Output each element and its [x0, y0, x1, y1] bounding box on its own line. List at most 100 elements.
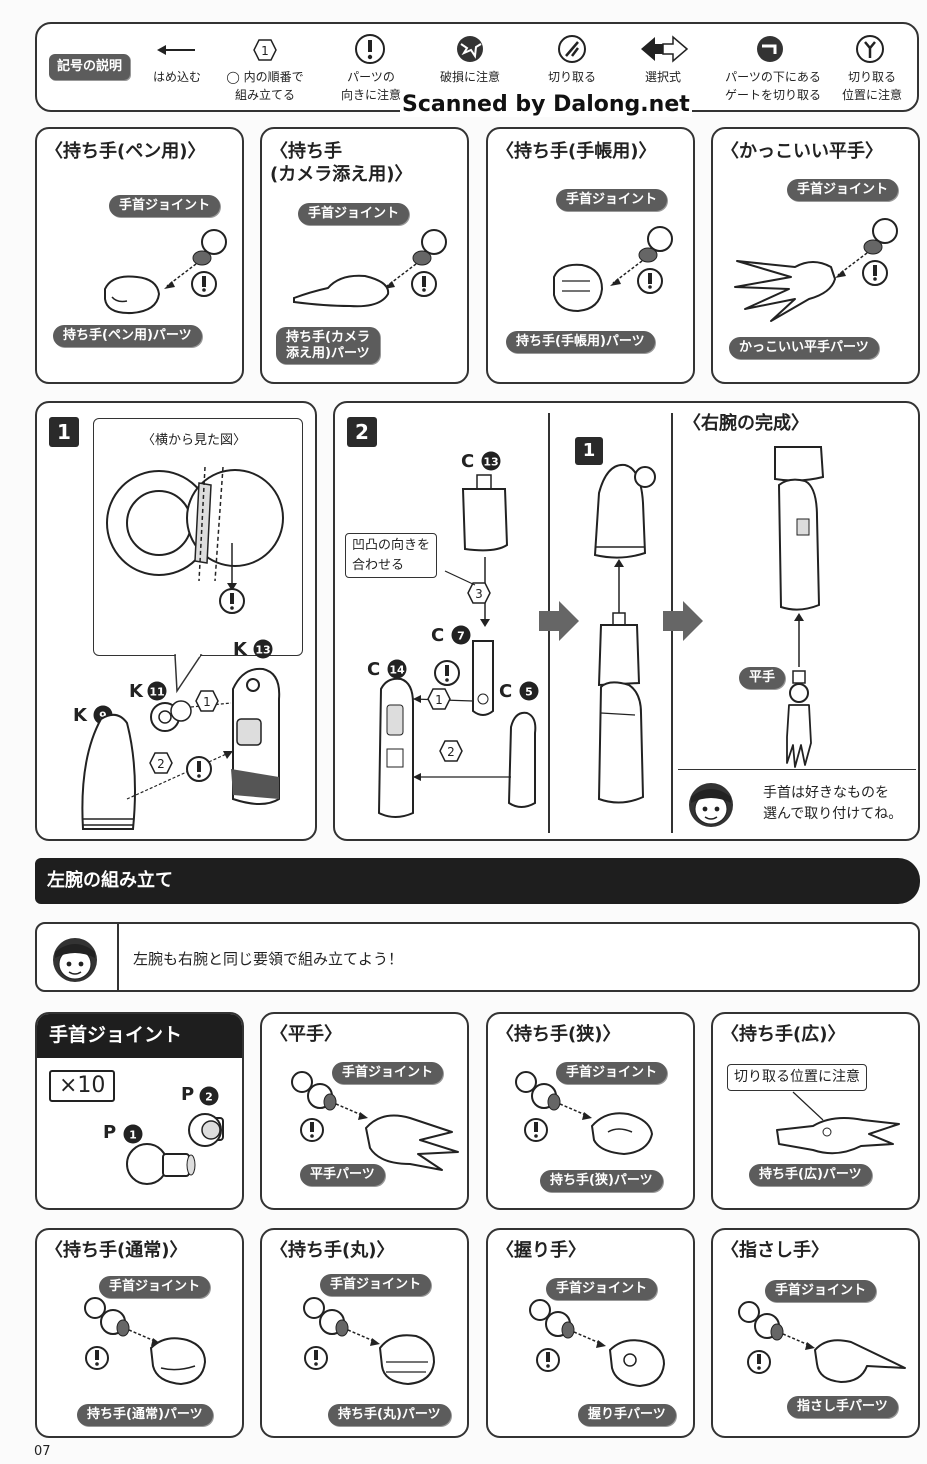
- hand-notebook-part-label: 持ち手(手帳用)パーツ: [506, 331, 655, 353]
- part-c14-number: 14: [387, 659, 407, 679]
- cut-position-icon: [856, 35, 884, 63]
- legend-label-orientation: パーツの 向きに注意: [340, 70, 401, 102]
- callout-leader: [792, 1091, 824, 1121]
- hand-round-part-illustration: [378, 1334, 436, 1386]
- hand-normal-box: 〈持ち手(通常)〉 手首ジョイント 持ち手(通常)パーツ: [35, 1228, 244, 1438]
- svg-text:3: 3: [475, 587, 483, 601]
- wrist-joint-illustration: [164, 229, 227, 297]
- hand-wide-box: 〈持ち手(広)〉 切り取る位置に注意 持ち手(広)パーツ: [711, 1012, 920, 1210]
- flat-hand-title: 〈平手〉: [270, 1024, 342, 1045]
- part-c14-label: C: [367, 659, 381, 680]
- step-ref-1: 1: [575, 437, 603, 465]
- hand-pen-box: 〈持ち手(ペン用)〉 手首ジョイント 持ち手(ペン用)パーツ: [35, 127, 244, 384]
- wrist-joint-box: 手首ジョイント ×10 P 2 P 1: [35, 1012, 244, 1210]
- svg-text:2: 2: [157, 757, 165, 771]
- flat-hand-part-label: 平手パーツ: [300, 1164, 385, 1186]
- flat-hand-box: 〈平手〉 手首ジョイント 平手パーツ: [260, 1012, 469, 1210]
- order-1-marker: 1: [195, 690, 219, 712]
- svg-text:9: 9: [99, 710, 107, 723]
- note-divider: [117, 924, 119, 990]
- wrist-joint-illustration: [515, 1071, 592, 1142]
- pointing-hand-part-label: 指さし手パーツ: [787, 1396, 898, 1418]
- cut-position-callout: 切り取る位置に注意: [727, 1064, 867, 1091]
- left-arm-section-header: 左腕の組み立て: [35, 858, 920, 904]
- wrist-joint-illustration: [835, 218, 898, 286]
- grip-hand-part-illustration: [608, 1339, 666, 1388]
- pointing-hand-title: 〈指さし手〉: [721, 1240, 829, 1261]
- svg-text:7: 7: [457, 630, 465, 643]
- arrow-left-icon: [157, 45, 195, 55]
- pointing-hand-box: 〈指さし手〉 手首ジョイント 指さし手パーツ: [711, 1228, 920, 1438]
- svg-text:5: 5: [525, 686, 533, 699]
- wrist-joint-illustration: [529, 1299, 606, 1372]
- next-arrow-icon: [539, 601, 579, 641]
- step-2-parts-illustration: [377, 474, 537, 818]
- hand-notebook-box: 〈持ち手(手帳用)〉 手首ジョイント 持ち手(手帳用)パーツ: [486, 127, 695, 384]
- hand-narrow-part-label: 持ち手(狭)パーツ: [540, 1170, 663, 1192]
- pointing-hand-part-illustration: [814, 1339, 906, 1383]
- hand-normal-part-label: 持ち手(通常)パーツ: [77, 1404, 213, 1426]
- gate-under-part-icon: [757, 36, 783, 62]
- order-2-marker: 2: [149, 752, 173, 774]
- legend-label-choice: 選択式: [644, 70, 681, 84]
- order-2-marker: 2: [439, 740, 463, 762]
- tip-divider: [678, 769, 916, 770]
- side-view-illustration: [106, 466, 284, 614]
- step-1-parts-illustration: [81, 667, 281, 830]
- legend-title: 記号の説明: [49, 54, 131, 80]
- svg-text:1: 1: [129, 1129, 137, 1142]
- wrist-joint-illustration: [84, 1297, 161, 1370]
- hand-camera-title: 〈持ち手 (カメラ添え用)〉: [270, 141, 413, 185]
- quantity-badge: ×10: [49, 1070, 116, 1102]
- hand-wide-title: 〈持ち手(広)〉: [721, 1024, 846, 1045]
- hand-camera-part-illustration: [293, 274, 390, 308]
- grip-hand-part-label: 握り手パーツ: [578, 1404, 676, 1426]
- part-c13-number: 13: [481, 451, 501, 471]
- cool-flat-hand-title: 〈かっこいい平手〉: [721, 141, 883, 162]
- svg-text:1: 1: [203, 695, 211, 709]
- part-c7-label: C: [431, 625, 445, 646]
- hand-pen-title: 〈持ち手(ペン用)〉: [45, 141, 206, 162]
- hand-pen-part-illustration: [104, 275, 161, 315]
- wrist-joint-label: 手首ジョイント: [765, 1280, 877, 1302]
- step-1-panel: 1 〈横から見た図〉 K 13 K 11 K 9 1 2: [35, 401, 317, 841]
- wrist-joint-label: 手首ジョイント: [546, 1278, 658, 1300]
- wrist-joint-label: 手首ジョイント: [787, 179, 899, 201]
- callout-leader: [444, 570, 476, 586]
- part-k9-label: K: [73, 705, 87, 726]
- part-c7-number: 7: [451, 625, 471, 645]
- order-3-marker: 3: [467, 582, 491, 604]
- wrist-joint-illustration: [303, 1297, 380, 1370]
- part-c13-label: C: [461, 451, 475, 472]
- wrist-joint-parts-illustration: [126, 1113, 224, 1185]
- wrist-joint-label: 手首ジョイント: [99, 1276, 211, 1298]
- left-arm-note: 左腕も右腕と同じ要領で組み立てよう！: [133, 950, 404, 968]
- legend-label-gate: パーツの下にある ゲートを切り取る: [724, 70, 821, 102]
- part-p1-number: 1: [123, 1124, 143, 1144]
- hand-wide-part-illustration: [776, 1117, 900, 1155]
- wrist-joint-label: 手首ジョイント: [298, 203, 410, 225]
- step-2-number: 2: [347, 417, 377, 447]
- svg-text:1: 1: [435, 693, 443, 707]
- svg-text:14: 14: [389, 664, 405, 677]
- part-k13-number: 13: [253, 639, 273, 659]
- caution-icon: [434, 660, 460, 686]
- speech-tail: [174, 653, 203, 694]
- grip-hand-box: 〈握り手〉 手首ジョイント 握り手パーツ: [486, 1228, 695, 1438]
- breakage-icon: [457, 36, 483, 62]
- order-1-marker: 1: [427, 688, 451, 710]
- svg-text:2: 2: [205, 1091, 213, 1104]
- caution-orientation-icon: [355, 34, 385, 64]
- caution-icon: [186, 756, 212, 782]
- mascot-avatar: [53, 938, 97, 982]
- hand-normal-part-illustration: [149, 1337, 207, 1386]
- wrist-joint-label: 手首ジョイント: [109, 195, 221, 217]
- grip-hand-title: 〈握り手〉: [496, 1240, 586, 1261]
- wrist-joint-label: 手首ジョイント: [556, 1062, 668, 1084]
- wrist-joint-label: 手首ジョイント: [332, 1062, 444, 1084]
- wrist-joint-illustration: [384, 229, 447, 297]
- part-k13-label: K: [233, 639, 247, 660]
- legend-label-cut: 切り取る: [547, 70, 596, 84]
- mascot-avatar: [689, 783, 733, 827]
- flat-hand-label: 平手: [739, 667, 786, 689]
